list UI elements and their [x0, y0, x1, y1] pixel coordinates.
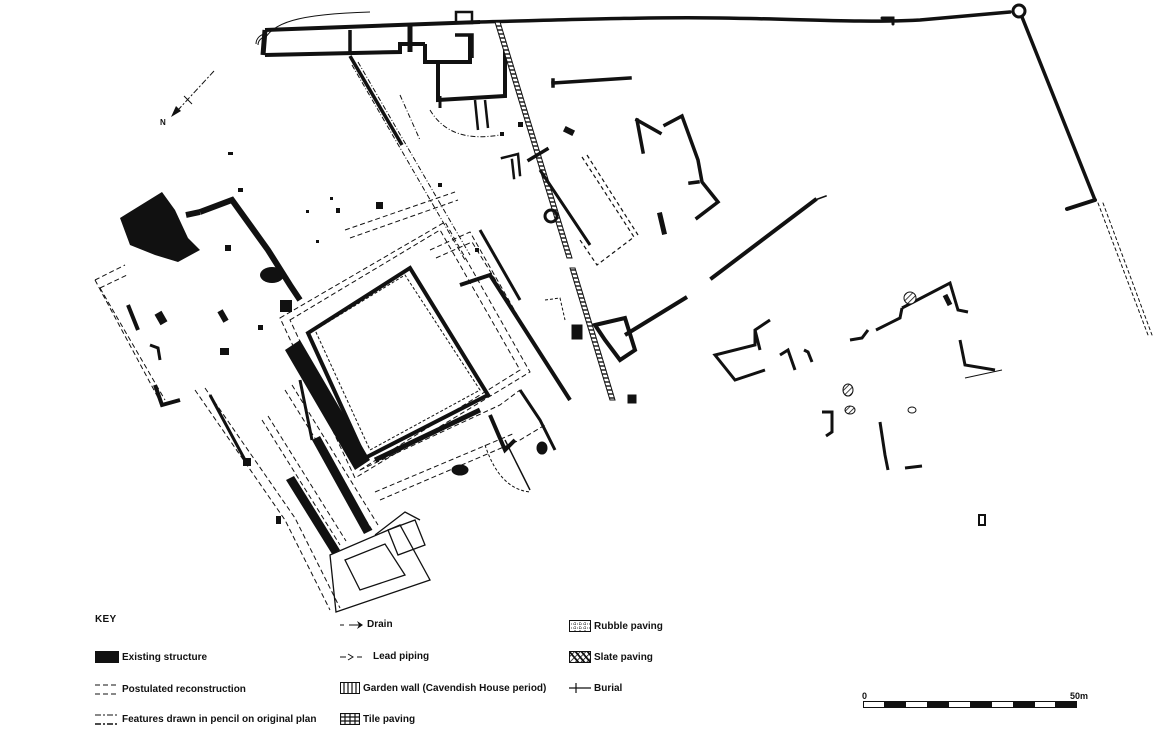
- legend-label: Slate paving: [594, 651, 653, 663]
- legend-burial: Burial: [569, 682, 622, 694]
- dotted-grid-icon: [569, 620, 591, 632]
- dashed-line-icon: [95, 684, 119, 695]
- north-arrow-icon: N: [160, 70, 215, 127]
- solid-block-icon: [95, 651, 119, 663]
- lead-piping-icon: [340, 653, 362, 660]
- north-range: [255, 10, 507, 146]
- legend-drain: Drain: [340, 619, 393, 630]
- key-title: KEY: [95, 614, 117, 625]
- east-range: [344, 191, 572, 402]
- legend-label: Drain: [367, 619, 393, 630]
- ladder-hatch-icon: [340, 682, 360, 694]
- scale-end-label: 50m: [1070, 691, 1089, 701]
- scale-bar: [863, 701, 1077, 708]
- svg-text:N: N: [160, 118, 166, 127]
- scale-start-label: 0: [862, 691, 868, 701]
- legend-label: Garden wall (Cavendish House period): [363, 682, 547, 694]
- dash-dot-line-icon: [95, 714, 119, 725]
- central-structure: [544, 295, 689, 404]
- legend-label: Features drawn in pencil on original pla…: [122, 713, 317, 725]
- legend-garden-wall: Garden wall (Cavendish House period): [340, 682, 546, 694]
- small-fragments: [306, 122, 523, 252]
- drain-arrow-icon: [340, 620, 363, 629]
- church-postulated: [94, 264, 341, 611]
- legend-tile-paving: Tile paving: [340, 713, 415, 725]
- wall-line-east: [538, 169, 592, 246]
- cloister: [279, 221, 531, 479]
- diagonal-hatch-icon: [569, 651, 591, 663]
- legend-label: Postulated reconstruction: [122, 683, 246, 695]
- legend-pencil-features: Features drawn in pencil on original pla…: [95, 712, 316, 726]
- refectory: [359, 389, 557, 501]
- legend-label: Existing structure: [122, 651, 208, 663]
- postulated-enclosure-east: [579, 154, 639, 266]
- burial-cross-icon: [569, 683, 591, 693]
- church: [120, 152, 303, 408]
- legend-postulated-reconstruction: Postulated reconstruction: [95, 682, 246, 696]
- legend-lead-piping: Lead piping: [340, 651, 429, 662]
- east-fragments: [500, 76, 827, 281]
- southeast-features: [712, 280, 1003, 526]
- legend-label: Burial: [594, 682, 623, 694]
- legend-label: Tile paving: [363, 713, 416, 725]
- legend-label: Lead piping: [373, 651, 430, 662]
- pencil-features-north: [351, 61, 501, 261]
- grid-hatch-icon: [340, 713, 360, 725]
- south-rooms: [329, 511, 431, 613]
- legend-label: Rubble paving: [594, 620, 663, 632]
- garden-wall: [494, 21, 616, 401]
- legend-rubble-paving: Rubble paving: [569, 620, 663, 632]
- legend-existing-structure: Existing structure: [95, 651, 207, 663]
- boundary-wall: [478, 3, 1153, 336]
- south-range: [208, 379, 379, 554]
- legend-slate-paving: Slate paving: [569, 651, 653, 663]
